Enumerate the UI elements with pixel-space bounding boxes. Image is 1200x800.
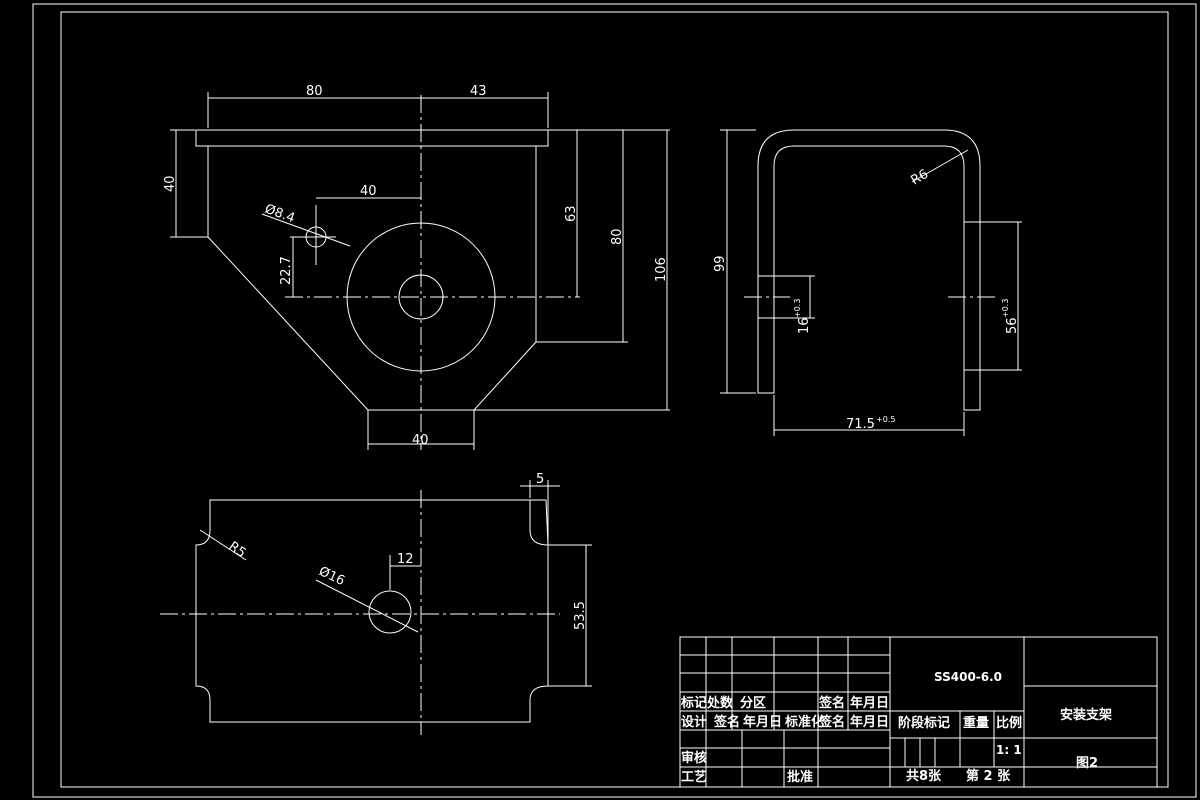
tb-part-name: 安装支架 [1060, 707, 1112, 723]
dim-side-71-5-tol: +0.5 [876, 415, 895, 424]
dim-hole-offset-40: 40 [360, 184, 377, 199]
tb-stage-mark: 阶段标记 [898, 715, 950, 731]
tb-date3: 年月日 [850, 714, 889, 730]
tb-standardize: 标准化 [784, 714, 824, 730]
front-view [170, 92, 670, 450]
tb-scale-value: 1: 1 [996, 743, 1022, 757]
tb-weight: 重量 [963, 715, 989, 731]
tb-design: 设计 [681, 714, 707, 730]
tb-scale-label: 比例 [996, 715, 1022, 731]
flat-pattern-view [160, 480, 592, 735]
dim-side-56: 56 [1005, 317, 1020, 334]
dim-bottom-40: 40 [412, 433, 429, 448]
tb-mark: 标记 [680, 695, 707, 711]
dim-right-106: 106 [654, 257, 669, 282]
tb-material: SS400-6.0 [934, 670, 1002, 684]
tb-drawing-no: 图2 [1076, 756, 1098, 771]
dim-flat-r5: R5 [226, 539, 249, 561]
dim-side-56-tol: +0.3 [1001, 299, 1010, 318]
tb-date2: 年月日 [743, 714, 782, 730]
dim-top-80: 80 [306, 84, 323, 99]
drawing-frame [32, 3, 1197, 798]
dim-left-40: 40 [163, 175, 178, 192]
dim-side-99: 99 [713, 255, 728, 272]
tb-sign3: 签名 [818, 714, 845, 730]
tb-count: 处数 [706, 695, 734, 711]
tb-zone: 分区 [740, 695, 766, 711]
dim-side-71-5: 71.5 [846, 417, 875, 432]
dim-flat-12: 12 [397, 552, 414, 567]
dim-flat-53-5: 53.5 [573, 601, 588, 630]
tb-sheet-no: 第 2 张 [966, 768, 1011, 784]
tb-date: 年月日 [850, 695, 889, 711]
tb-sign: 签名 [818, 695, 845, 711]
dim-side-16-tol: +0.3 [793, 299, 802, 318]
dim-flat-5: 5 [536, 472, 544, 487]
tb-process: 工艺 [681, 769, 707, 785]
dim-side-16: 16 [797, 317, 812, 334]
title-block [679, 636, 1158, 788]
dim-flat-dia16: Ø16 [316, 564, 347, 589]
tb-approve: 批准 [787, 769, 813, 785]
tb-sign2: 签名 [713, 714, 740, 730]
side-view [720, 129, 1022, 436]
dim-right-80: 80 [610, 228, 625, 245]
tb-review: 审核 [681, 750, 707, 766]
dim-22-7: 22.7 [279, 256, 294, 285]
dim-top-43: 43 [470, 84, 487, 99]
tb-sheets-total: 共8张 [906, 768, 942, 784]
dim-side-r6: R6 [909, 167, 931, 189]
dim-hole-dia: Ø8.4 [263, 202, 297, 227]
dim-right-63: 63 [564, 205, 579, 222]
